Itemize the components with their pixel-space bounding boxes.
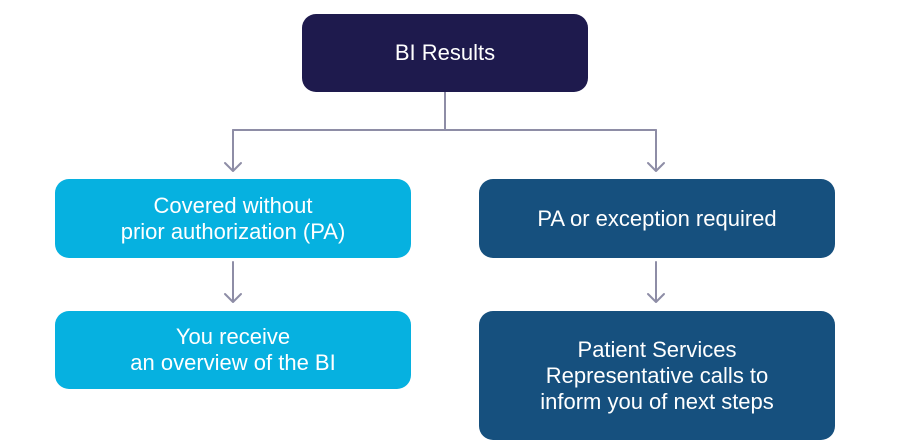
representative-call-node: Patient Services Representative calls to… xyxy=(479,311,835,440)
pa-required-label: PA or exception required xyxy=(537,205,777,231)
arrow-to-overview xyxy=(224,261,242,303)
covered-without-pa-node: Covered without prior authorization (PA) xyxy=(55,179,411,258)
arrow-to-required xyxy=(647,129,665,172)
covered-without-pa-label: Covered without prior authorization (PA) xyxy=(120,192,346,244)
arrow-to-call xyxy=(647,261,665,303)
split-connector xyxy=(232,91,657,131)
representative-call-label: Patient Services Representative calls to… xyxy=(540,336,774,414)
arrow-to-covered xyxy=(224,129,242,172)
root-node-bi-results: BI Results xyxy=(302,14,588,92)
pa-required-node: PA or exception required xyxy=(479,179,835,258)
overview-node: You receive an overview of the BI xyxy=(55,311,411,389)
overview-label: You receive an overview of the BI xyxy=(130,324,336,375)
root-node-label: BI Results xyxy=(394,40,496,65)
